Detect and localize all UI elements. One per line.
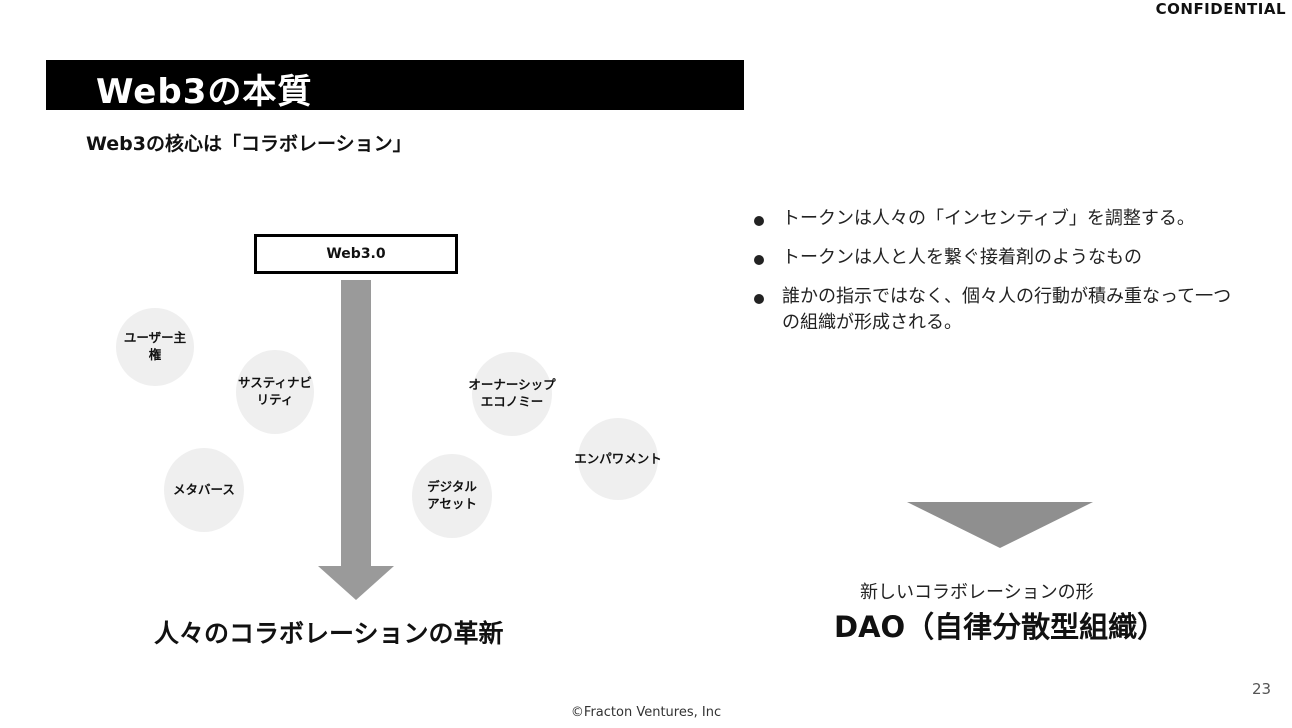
bubble-digital-asset: デジタル アセット <box>412 454 492 538</box>
bubble-label: オーナーシップ <box>468 377 556 393</box>
bubble-label: リティ <box>256 392 294 407</box>
bubble-empowerment: エンパワメント <box>574 418 662 500</box>
bullet-dot-icon <box>754 255 764 266</box>
bubble-metaverse: メタバース <box>164 448 244 532</box>
bullet-text: 誰かの指示ではなく、個々人の行動が積み重なって一つの組織が形成される。 <box>782 286 1232 333</box>
bubble-label: サスティナビ <box>237 375 312 391</box>
bubble-sustainability: サスティナビ リティ <box>236 350 314 434</box>
bubble-label: エコノミー <box>480 394 544 409</box>
down-triangle-icon <box>907 502 1093 548</box>
bullet-item: 誰かの指示ではなく、個々人の行動が積み重なって一つの組織が形成される。 <box>754 284 1234 334</box>
bubble-label: ユーザー主 <box>123 330 187 346</box>
bullet-text: トークンは人と人を繋ぐ接着剤のようなもの <box>782 247 1142 269</box>
bullet-dot-icon <box>754 216 764 226</box>
page-number: 23 <box>1252 680 1272 698</box>
web3-box: Web3.0 <box>254 234 458 274</box>
title-bar: Web3の本質 <box>46 60 744 112</box>
bubble-label: 権 <box>148 347 162 362</box>
bullet-dot-icon <box>754 294 764 305</box>
dao-caption: 新しいコラボレーションの形 <box>860 582 1094 603</box>
slide-subtitle: Web3の核心は「コラボレーション」 <box>86 133 412 155</box>
bubble-label: エンパワメント <box>574 450 662 466</box>
slide-title: Web3の本質 <box>96 72 313 112</box>
bubble-label: デジタル <box>427 479 477 495</box>
bullet-item: トークンは人々の「インセンティブ」を調整する。 <box>754 206 1234 231</box>
bullet-list: トークンは人々の「インセンティブ」を調整する。 トークンは人と人を繋ぐ接着剤のよ… <box>754 206 1234 349</box>
bullet-item: トークンは人と人を繋ぐ接着剤のようなもの <box>754 245 1234 270</box>
bubble-label: アセット <box>427 496 477 511</box>
down-arrow-shaft <box>341 280 371 568</box>
down-arrow-head <box>318 566 394 600</box>
confidential-label: CONFIDENTIAL <box>1155 0 1286 18</box>
bubble-label: メタバース <box>173 481 235 497</box>
web3-box-label: Web3.0 <box>326 246 386 262</box>
footer-copyright: ©Fracton Ventures, Inc <box>570 705 722 720</box>
bullet-text: トークンは人々の「インセンティブ」を調整する。 <box>782 208 1195 229</box>
bubble-ownership-economy: オーナーシップ エコノミー <box>468 352 556 436</box>
diagram-result: 人々のコラボレーションの革新 <box>154 619 504 648</box>
bubble-user-sovereignty: ユーザー主 権 <box>116 308 194 386</box>
dao-title: DAO（自律分散型組織） <box>834 610 1167 644</box>
